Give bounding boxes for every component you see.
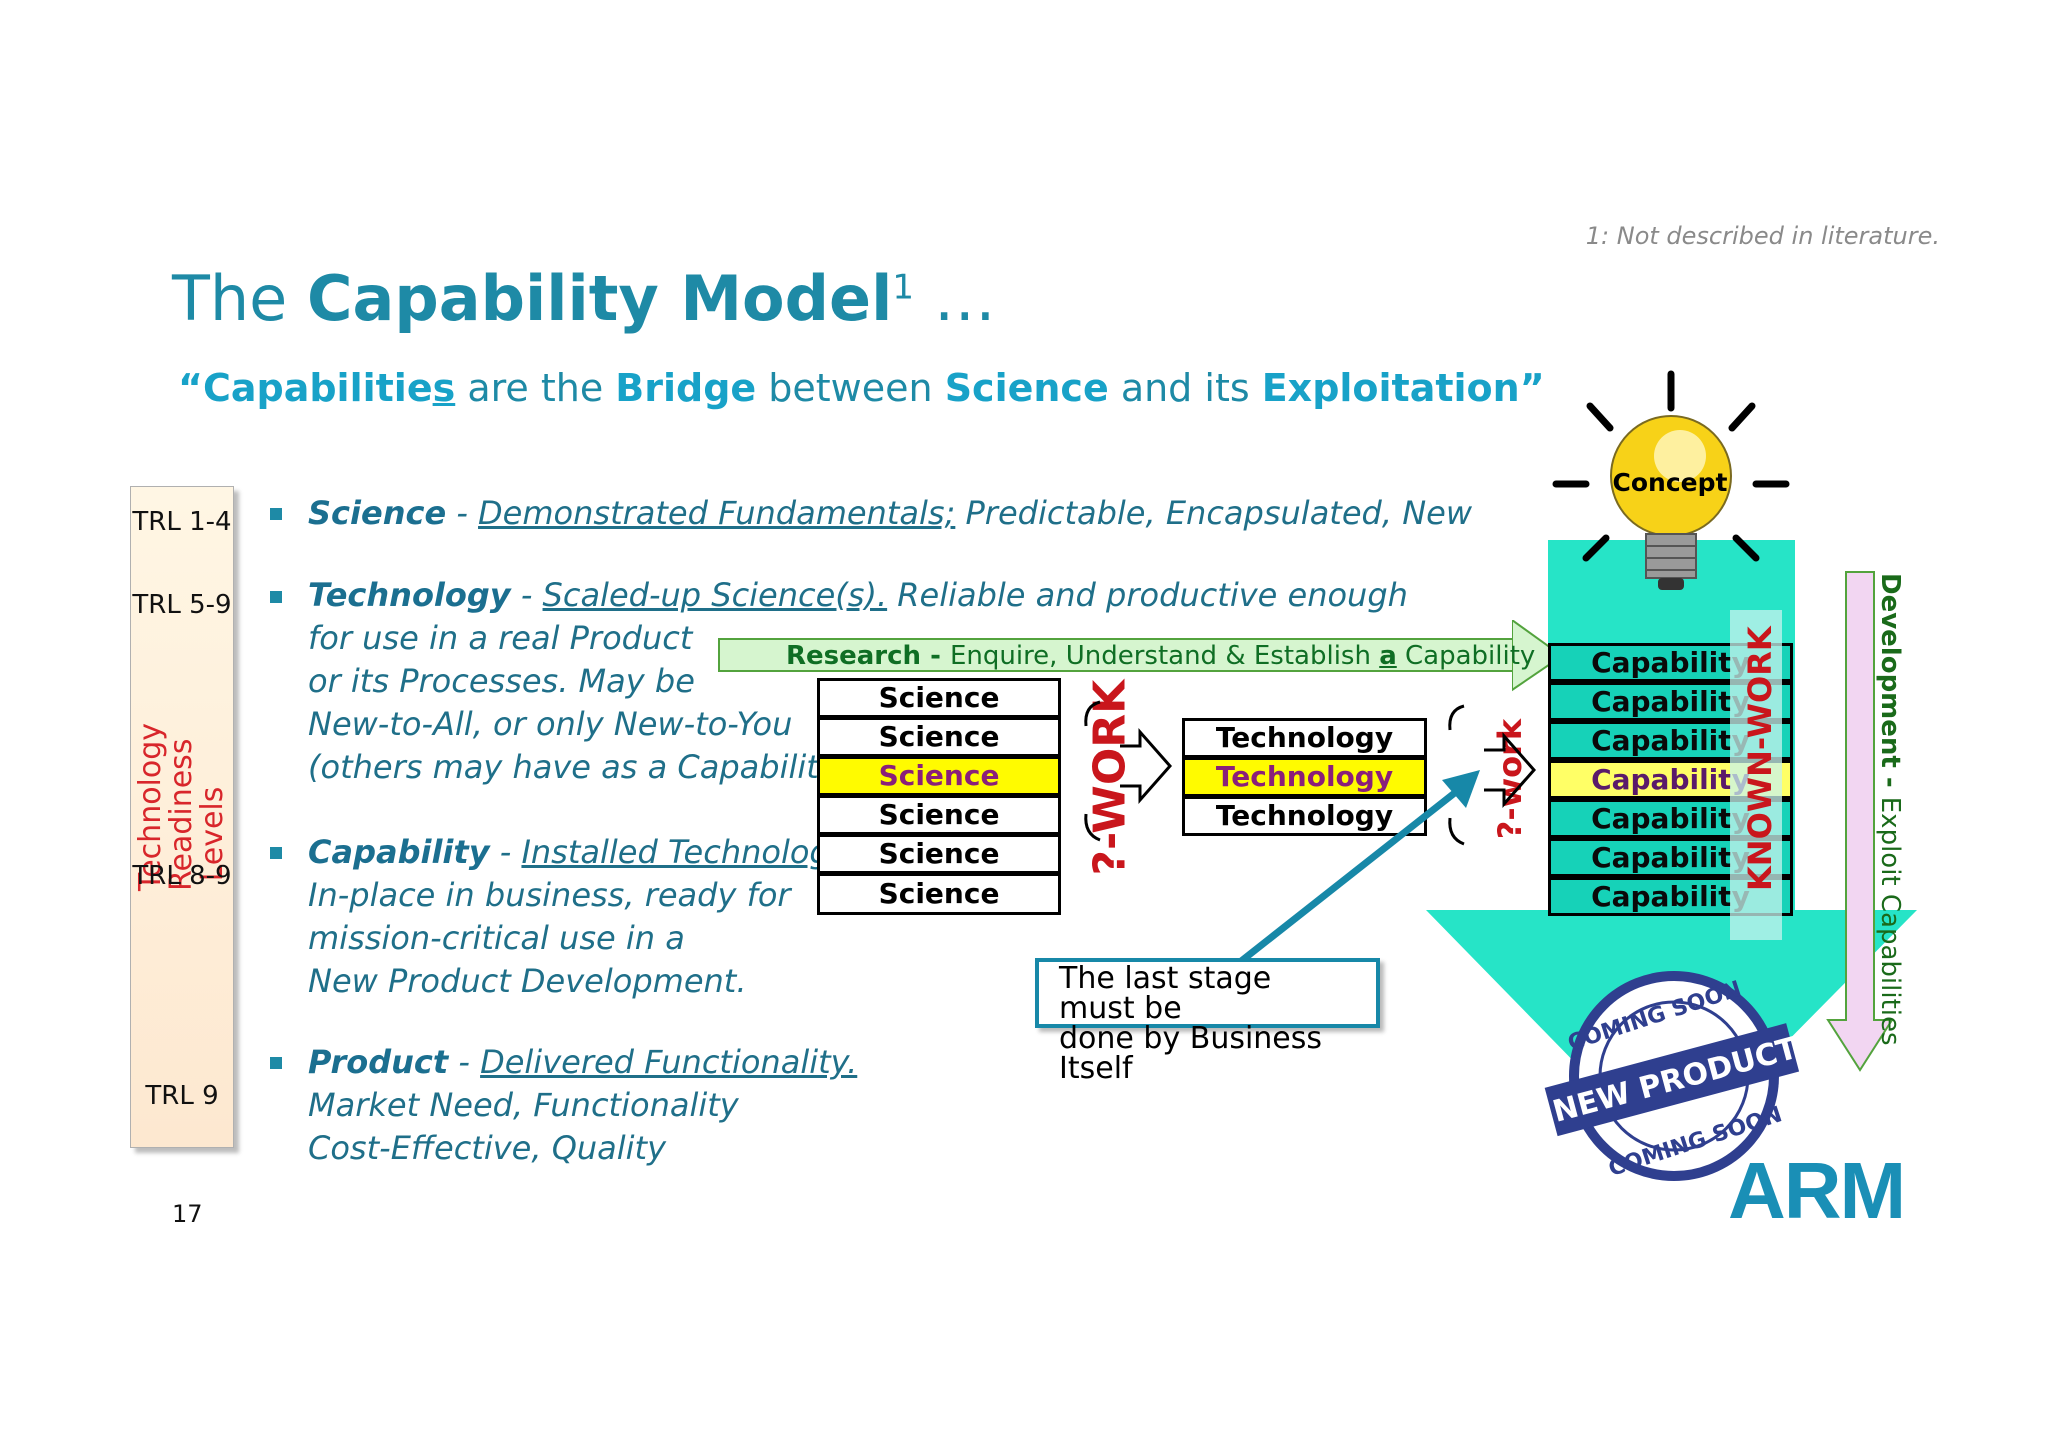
research-arrow xyxy=(718,638,1518,672)
research-a: a xyxy=(1379,641,1397,671)
technology-line3: or its Processes. May be xyxy=(308,662,695,700)
callout-line2: done by Business Itself xyxy=(1059,1021,1323,1086)
research-arrow-head xyxy=(1512,620,1564,692)
research-text1: Enquire, Understand & Establish xyxy=(949,641,1380,671)
capability-line4: New Product Development. xyxy=(308,962,747,1000)
science-box: Science xyxy=(817,678,1061,718)
subtitle-w4: between xyxy=(756,366,945,410)
science-box-highlighted: Science xyxy=(817,756,1061,796)
product-dash: - xyxy=(448,1043,481,1081)
work-arrow-1 xyxy=(1084,700,1173,842)
lightbulb-icon xyxy=(1552,370,1790,590)
slide-title: The Capability Model1 … xyxy=(172,262,996,335)
capability-def: Installed Technology xyxy=(521,833,849,871)
known-work-label: KNOWN-WORK xyxy=(1741,626,1779,891)
arm-logo: ARM xyxy=(1728,1146,1906,1235)
science-dash: - xyxy=(446,494,479,532)
product-line3: Cost-Effective, Quality xyxy=(308,1129,667,1167)
research-bold: Research - xyxy=(786,641,950,671)
bullet-marker xyxy=(270,508,282,520)
science-box: Science xyxy=(817,873,1061,915)
technology-line5: (others may have as a Capability) xyxy=(308,748,851,786)
subtitle-q2: ” xyxy=(1519,366,1545,410)
bullet-product: Product - Delivered Functionality. Marke… xyxy=(308,1041,857,1170)
subtitle-w1u: s xyxy=(432,366,456,410)
title-sup: 1 xyxy=(892,267,914,308)
bullet-marker xyxy=(270,1057,282,1069)
bullet-science: Science - Demonstrated Fundamentals; Pre… xyxy=(308,492,1472,535)
trl-8-9: TRL 8-9 xyxy=(132,861,232,891)
science-box: Science xyxy=(817,717,1061,757)
known-work-band xyxy=(1730,610,1782,940)
subtitle-w1: Capabilitie xyxy=(202,366,433,410)
science-def: Demonstrated Fundamentals; xyxy=(478,494,956,532)
science-rest: Predictable, Encapsulated, New xyxy=(955,494,1472,532)
title-prefix: The xyxy=(172,262,308,335)
trl-1-4: TRL 1-4 xyxy=(132,507,232,537)
science-term: Science xyxy=(308,494,447,532)
technology-box: Technology xyxy=(1182,718,1427,758)
slide-subtitle: “Capabilities are the Bridge between Sci… xyxy=(178,366,1545,410)
trl-bar: TRL 1-4 TRL 5-9 Technology Readiness Lev… xyxy=(130,486,234,1148)
development-bold: Development - xyxy=(1875,573,1905,797)
callout-line1: The last stage must be xyxy=(1059,961,1272,1026)
development-side-arrow xyxy=(1826,571,1894,1072)
bullet-marker xyxy=(270,847,282,859)
technology-dash: - xyxy=(510,576,543,614)
subtitle-w3: Bridge xyxy=(615,366,757,410)
development-rest: Exploit Capabilities xyxy=(1875,796,1905,1046)
product-def: Delivered Functionality. xyxy=(480,1043,858,1081)
subtitle-q1: “ xyxy=(178,366,203,410)
subtitle-w5: Science xyxy=(944,366,1109,410)
technology-def: Scaled-up Science(s). xyxy=(542,576,888,614)
research-text2: Capability xyxy=(1396,641,1536,671)
research-label: Research - Enquire, Understand & Establi… xyxy=(786,641,1535,671)
development-label: Development - Exploit Capabilities xyxy=(1875,573,1905,1046)
technology-box-highlighted: Technology xyxy=(1182,757,1427,797)
bullet-marker xyxy=(270,591,282,603)
technology-term: Technology xyxy=(308,576,511,614)
footnote: 1: Not described in literature. xyxy=(1585,222,1940,250)
science-box: Science xyxy=(817,795,1061,835)
technology-rest: Reliable and productive enough xyxy=(887,576,1408,614)
trl-5-9: TRL 5-9 xyxy=(132,590,232,620)
product-term: Product xyxy=(308,1043,449,1081)
capability-term: Capability xyxy=(308,833,490,871)
science-box: Science xyxy=(817,834,1061,874)
new-product-stamp: COMING SOON NEW PRODUCT COMING SOON xyxy=(1544,971,1800,1182)
title-bold: Capability Model xyxy=(307,262,893,335)
technology-box: Technology xyxy=(1182,796,1427,836)
product-line2: Market Need, Functionality xyxy=(308,1086,739,1124)
capability-line3: mission-critical use in a xyxy=(308,919,685,957)
callout-pointer xyxy=(1237,770,1480,965)
capability-line2: In-place in business, ready for xyxy=(308,876,791,914)
callout-box: The last stage must be done by Business … xyxy=(1035,958,1380,1084)
subtitle-w6: and its xyxy=(1108,366,1262,410)
title-suffix: … xyxy=(913,262,996,335)
bullet-capability: Capability - Installed Technology In-pla… xyxy=(308,831,849,1003)
bullet-technology: Technology - Scaled-up Science(s). Relia… xyxy=(308,574,1408,789)
trl-9: TRL 9 xyxy=(145,1081,219,1111)
subtitle-w2: are the xyxy=(455,366,616,410)
subtitle-w7: Exploitation xyxy=(1261,366,1520,410)
technology-line2: for use in a real Product xyxy=(308,619,693,657)
capability-dash: - xyxy=(489,833,522,871)
concept-label: Concept xyxy=(1612,468,1728,497)
work-arrow-2 xyxy=(1448,704,1537,846)
technology-line4: New-to-All, or only New-to-You xyxy=(308,705,793,743)
page-number: 17 xyxy=(172,1200,203,1228)
